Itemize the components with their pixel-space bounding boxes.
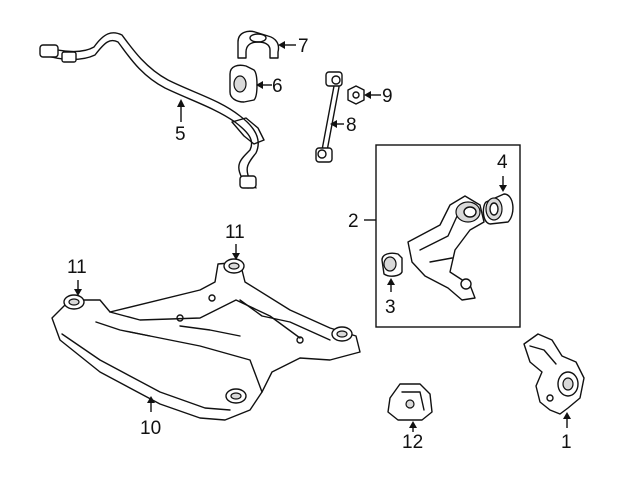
stabilizer-bushing [229,64,258,103]
front-subframe [51,258,361,421]
link-nut [347,85,365,105]
stabilizer-link [315,71,343,163]
steering-knuckle [523,333,585,415]
lower-control-arm [407,195,485,301]
callout-6: 6 [272,76,283,97]
mount-bracket [387,383,433,421]
stabilizer-bar [39,32,265,189]
control-arm-bushing [482,193,514,225]
callout-11-right: 11 [225,222,245,243]
callout-10: 10 [140,418,161,439]
callout-9: 9 [382,86,393,107]
callout-3: 3 [385,297,396,318]
callout-4: 4 [497,152,508,173]
callout-12: 12 [402,432,423,453]
stabilizer-bar-sleeve [61,51,77,63]
callout-2: 2 [348,211,359,232]
control-arm-group-box [375,144,521,328]
callout-7: 7 [298,36,309,57]
front-bushing [381,252,403,277]
callout-8: 8 [346,115,357,136]
callout-11-left: 11 [67,257,87,278]
stabilizer-bar-end [39,44,59,58]
stabilizer-bar-end-lower [239,175,257,189]
callout-1: 1 [561,432,572,453]
callout-5: 5 [175,124,186,145]
stabilizer-bracket [237,30,280,59]
